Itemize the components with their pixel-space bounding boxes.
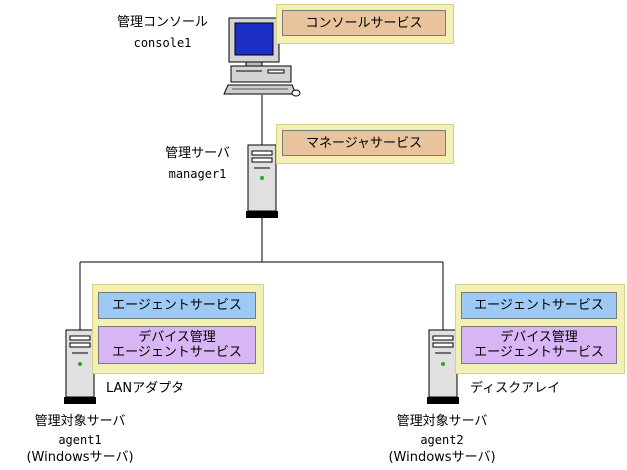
agent2-agent-service-box: エージェントサービス bbox=[461, 292, 617, 319]
agent1-service-panel: エージェントサービス デバイス管理 エージェントサービス bbox=[92, 284, 264, 374]
manager-service-label: マネージャサービス bbox=[305, 135, 423, 151]
agent2-os: (Windowsサーバ) bbox=[388, 450, 496, 465]
desktop-computer-icon bbox=[223, 17, 301, 97]
manager-hostname: manager1 bbox=[168, 167, 227, 181]
agent2-device-service-line2: エージェントサービス bbox=[474, 345, 604, 360]
agent1-device-service-line2: エージェントサービス bbox=[112, 345, 242, 360]
agent1-device-service-line1: デバイス管理 bbox=[138, 330, 216, 345]
agent1-device-label: LANアダプタ bbox=[106, 381, 185, 396]
agent2-device-service-line1: デバイス管理 bbox=[500, 330, 578, 345]
agent1-agent-service-box: エージェントサービス bbox=[98, 292, 256, 319]
agent2-service-panel: エージェントサービス デバイス管理 エージェントサービス bbox=[455, 284, 625, 374]
manager-service-box: マネージャサービス bbox=[282, 130, 446, 156]
console-service-box: コンソールサービス bbox=[282, 10, 446, 36]
agent1-hostname: agent1 bbox=[58, 433, 102, 447]
agent1-os: (Windowsサーバ) bbox=[26, 450, 134, 465]
agent1-title: 管理対象サーバ bbox=[34, 414, 126, 429]
console-service-panel: コンソールサービス bbox=[276, 4, 454, 44]
agent1-device-service-box: デバイス管理 エージェントサービス bbox=[98, 326, 256, 364]
console-service-label: コンソールサービス bbox=[305, 15, 423, 31]
console-hostname: console1 bbox=[133, 36, 192, 50]
agent2-device-service-box: デバイス管理 エージェントサービス bbox=[461, 326, 617, 364]
agent2-agent-service-label: エージェントサービス bbox=[474, 298, 604, 313]
console-title: 管理コンソール bbox=[116, 15, 208, 30]
manager-title: 管理サーバ bbox=[165, 146, 230, 161]
tower-server-icon bbox=[246, 144, 278, 218]
tower-server-icon bbox=[64, 329, 96, 404]
tower-server-icon bbox=[427, 329, 459, 404]
manager-service-panel: マネージャサービス bbox=[276, 124, 454, 164]
agent2-hostname: agent2 bbox=[420, 433, 464, 447]
agent1-agent-service-label: エージェントサービス bbox=[112, 298, 242, 313]
network-lines bbox=[79, 95, 444, 330]
agent2-title: 管理対象サーバ bbox=[396, 414, 488, 429]
agent2-device-label: ディスクアレイ bbox=[470, 381, 561, 396]
